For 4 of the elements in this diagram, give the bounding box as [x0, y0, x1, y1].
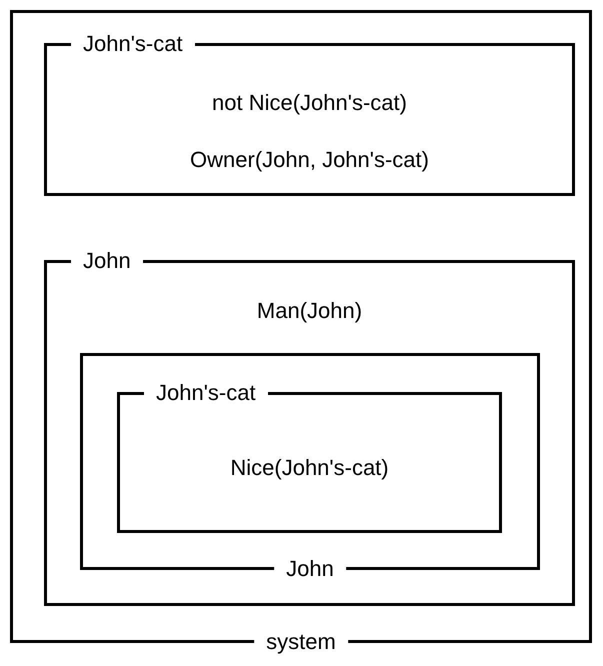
proposition-text: Owner(John, John's-cat) — [190, 147, 429, 173]
proposition-text: Nice(John's-cat) — [230, 455, 389, 481]
proposition-text: Man(John) — [256, 298, 362, 324]
proposition-text: not Nice(John's-cat) — [212, 90, 407, 116]
